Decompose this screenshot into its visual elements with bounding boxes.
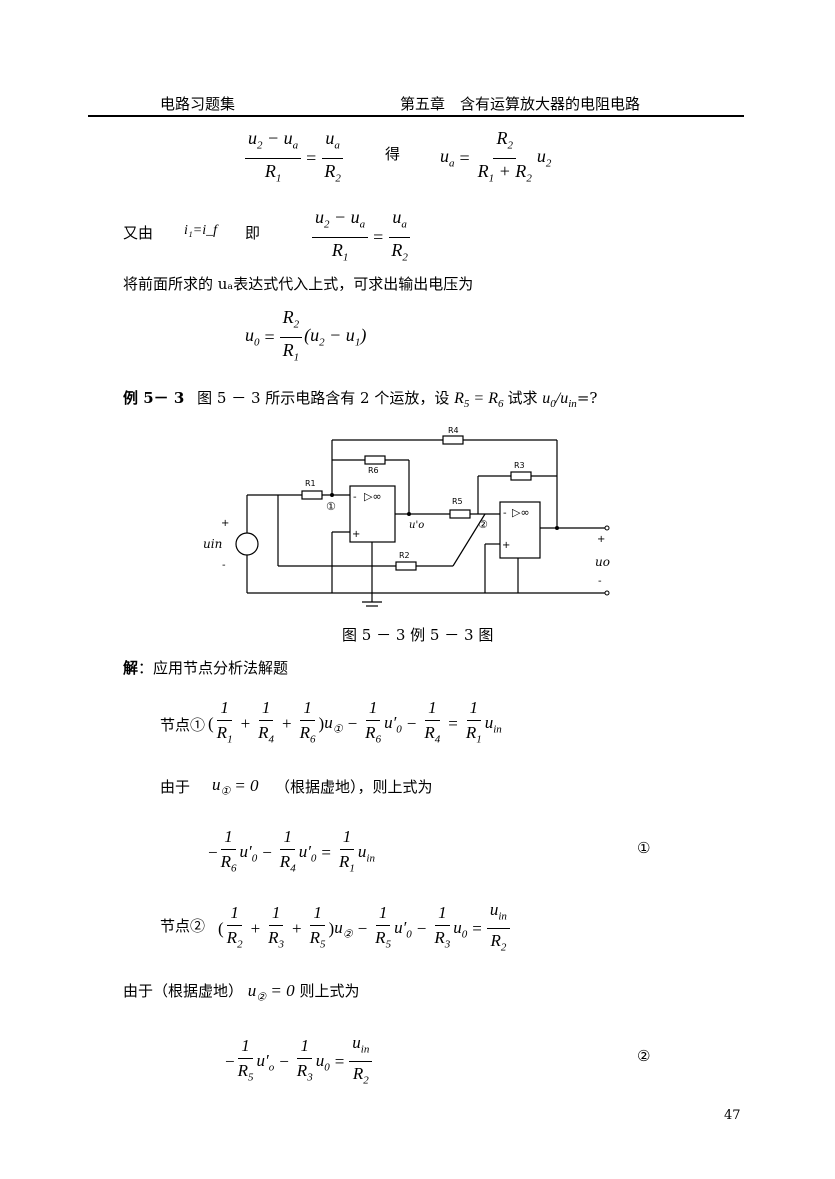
page-number: 47	[724, 1108, 741, 1123]
u1-zero: u①=0	[212, 775, 259, 798]
uo-label: uo	[595, 555, 610, 569]
youyou-text: 又由	[123, 224, 154, 242]
r5-label: R5	[452, 497, 463, 506]
ji-text: 即	[245, 224, 261, 242]
r1-label: R1	[305, 479, 316, 488]
youyu2-label: 由于（根据虚地）	[123, 982, 244, 1000]
example-text: 图 5 － 3 所示电路含有 2 个运放，设	[197, 389, 450, 407]
de-text: 得	[385, 145, 401, 163]
uo-plus: +	[597, 534, 605, 545]
r4-label: R4	[448, 426, 459, 435]
solution-line: 解：应用节点分析法解题	[123, 657, 288, 678]
uo-prime-label: u'o	[409, 520, 424, 531]
header-right: 第五章 含有运算放大器的电阻电路	[400, 95, 641, 113]
circled-1-label: ①	[637, 839, 651, 857]
uin-minus: -	[222, 560, 226, 571]
solution-text: ：应用节点分析法解题	[138, 659, 289, 677]
i-equation: i₁=i_f	[184, 223, 217, 238]
substitute-text: 将前面所求的 uₐ表达式代入上式，可求出输出电压为	[123, 275, 474, 293]
node2-text: 节点②	[160, 917, 206, 935]
opamp2-plus: +	[502, 540, 510, 551]
r3-label: R3	[514, 461, 525, 470]
circled-2-label: ②	[637, 1047, 651, 1065]
example-text2: 试求	[507, 389, 538, 407]
example-line: 例 5－ 3 图 5 － 3 所示电路含有 2 个运放，设 R5 = R6 试求…	[123, 389, 598, 411]
solution-label: 解	[123, 659, 139, 677]
node1-label: ①	[326, 500, 336, 513]
opamp2-symbol: ▷∞	[512, 506, 530, 519]
virtual-ground2: 则上式为	[299, 982, 360, 1000]
opamp1-plus: +	[352, 529, 360, 540]
r2-label: R2	[399, 551, 410, 560]
uin-label: uin	[203, 537, 222, 551]
virtual-ground1: （根据虚地），则上式为	[275, 778, 433, 796]
node1-text: 节点①	[160, 716, 206, 734]
youyu1-text: 由于	[160, 778, 191, 796]
figure-caption: 图 5 － 3 例 5 － 3 图	[342, 626, 494, 644]
uo-minus: -	[598, 576, 602, 587]
node2-label: ②	[478, 518, 488, 531]
opamp1-symbol: ▷∞	[364, 490, 382, 503]
circuit-diagram: R4 R6 R1 R3 R5 R2 ▷∞ ▷∞ - + - + ① ② u'o …	[203, 426, 610, 607]
opamp1-minus: -	[353, 492, 357, 503]
youyu2-text: 由于（根据虚地） u② = 0 则上式为	[123, 981, 360, 1004]
example-label: 例 5－ 3	[123, 389, 185, 407]
r6-label: R6	[368, 466, 379, 475]
example-text3: =?	[576, 389, 598, 407]
opamp2-minus: -	[503, 508, 507, 519]
uin-plus: +	[221, 518, 229, 529]
header-rule	[88, 115, 744, 117]
header-left: 电路习题集	[160, 95, 236, 113]
